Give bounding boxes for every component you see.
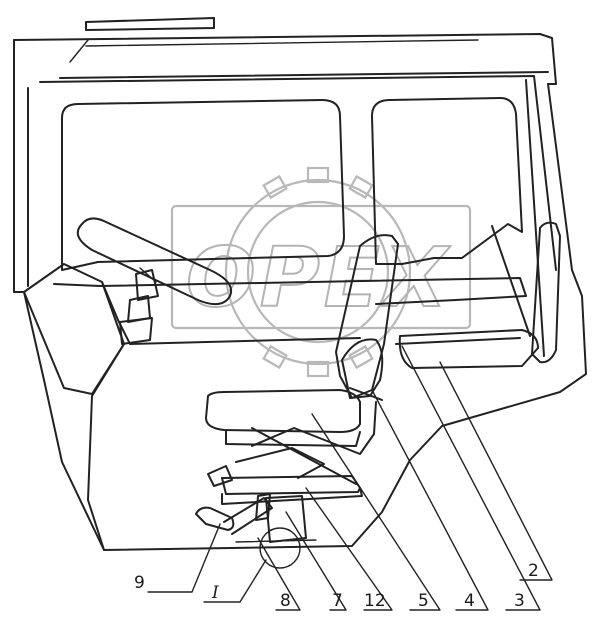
dashboard-panel	[23, 263, 125, 395]
callout-I: I	[211, 583, 219, 603]
rear-seat-backrest	[531, 221, 561, 364]
steering-assembly	[76, 217, 232, 345]
steering-wheel	[76, 217, 232, 306]
watermark: OPEX	[170, 166, 472, 378]
roof-detail	[69, 39, 479, 63]
pedal-housing	[265, 495, 307, 543]
watermark-gear-ring	[224, 178, 412, 366]
callout-labels: 9 I 8 7 12 5 4 3 2	[134, 561, 539, 611]
watermark-text: OPEX	[186, 231, 451, 326]
rear-seat-cushion	[398, 329, 539, 369]
watermark-gear-teeth	[262, 166, 374, 378]
leader-3	[401, 345, 541, 611]
leader-2	[439, 361, 553, 581]
callout-4: 4	[464, 591, 475, 611]
leader-7	[285, 511, 347, 611]
rear-seat-edge	[395, 337, 521, 345]
leader-I	[203, 559, 267, 603]
rear-pillar	[525, 79, 545, 357]
steering-column-top	[135, 269, 159, 301]
cab-inner-contour	[39, 75, 557, 271]
cab-front-floor	[87, 343, 125, 551]
driver-seat	[205, 234, 399, 505]
leader-12	[305, 487, 393, 611]
front-window	[61, 99, 345, 271]
pedal-assembly	[195, 493, 317, 569]
detail-circle-I	[259, 527, 301, 569]
seat-suspension-arm	[235, 447, 325, 479]
cab-left-pillar	[13, 39, 25, 293]
seat-cushion	[205, 389, 361, 433]
seat-armrest	[341, 338, 384, 399]
callout-8: 8	[280, 591, 291, 611]
seat-scissor-linkage	[251, 401, 377, 485]
leader-9	[147, 523, 221, 593]
watermark-gear-inner	[246, 200, 390, 344]
side-window	[371, 97, 523, 265]
callout-2: 2	[528, 561, 539, 581]
callout-12: 12	[364, 591, 386, 611]
leader-4	[371, 389, 489, 611]
roof-edge	[13, 33, 557, 85]
callout-5: 5	[418, 591, 429, 611]
seat-spring	[207, 465, 233, 487]
leader-5	[311, 413, 441, 611]
callout-3: 3	[514, 591, 525, 611]
roof-hatch	[85, 17, 215, 31]
rear-seat-support	[491, 225, 531, 337]
roof-lower-edge	[59, 71, 549, 79]
seat-base-frame	[221, 475, 361, 495]
steering-column-base	[119, 317, 153, 345]
callout-7: 7	[332, 591, 343, 611]
cab-outer-contour	[23, 83, 587, 551]
watermark-frame	[170, 204, 472, 330]
leader-lines	[147, 345, 553, 611]
seat-cushion-base	[225, 429, 361, 447]
dashboard-edge	[53, 277, 527, 305]
callout-9: 9	[134, 573, 145, 593]
passenger-seat	[395, 221, 561, 369]
pedal-lever	[223, 497, 273, 535]
seat-rail	[221, 487, 363, 505]
leader-8	[257, 537, 301, 611]
floor-line	[101, 281, 361, 345]
